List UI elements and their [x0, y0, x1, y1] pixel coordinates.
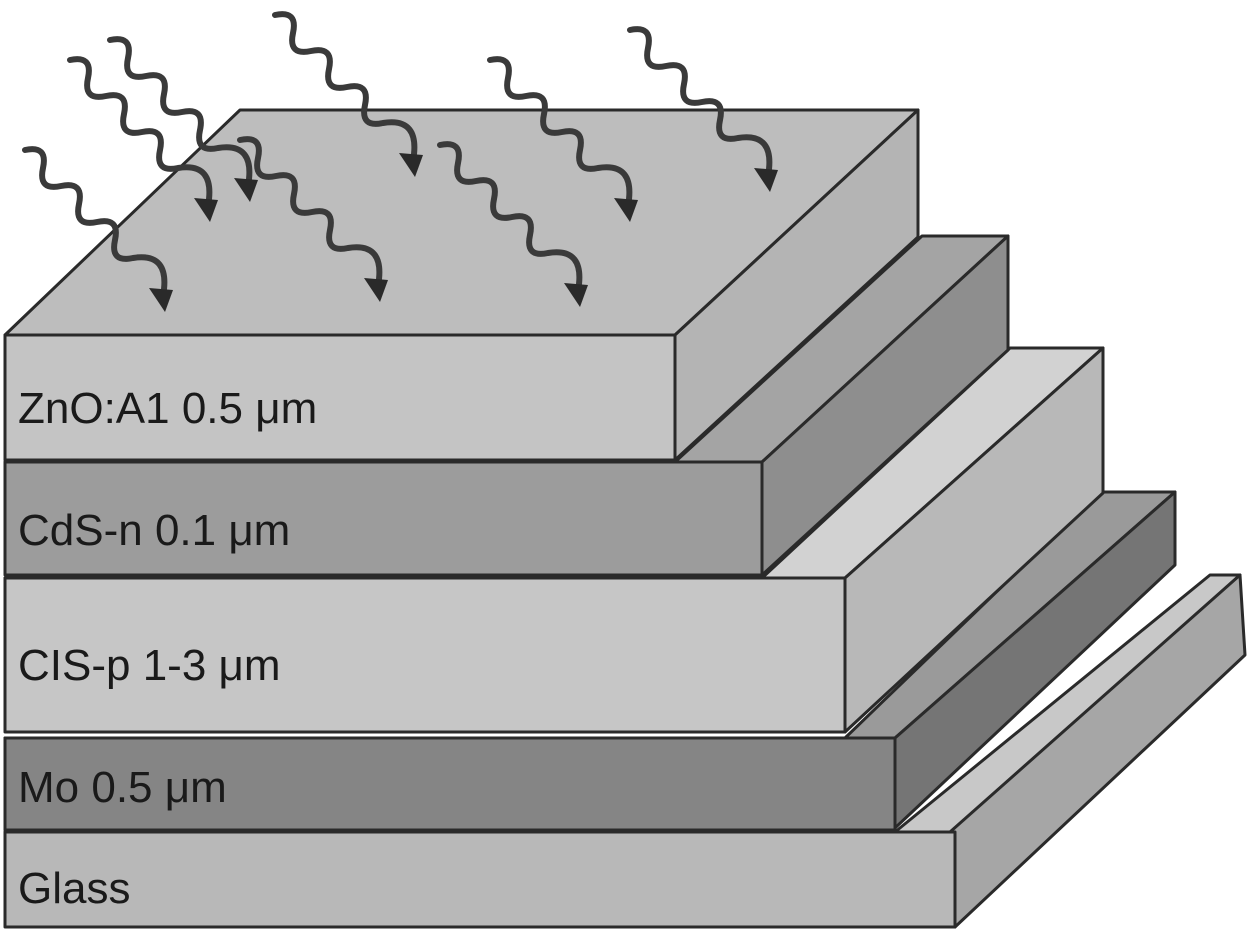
photon-wave-icon — [107, 36, 253, 189]
photon-wave-icon — [237, 136, 383, 289]
photon-arrowhead-icon — [614, 198, 638, 222]
layer-cis-p: CIS-p 1-3 μm — [3, 346, 1105, 734]
layer-glass: Glass — [3, 573, 1247, 929]
cis-front-face — [3, 576, 847, 734]
cds-front-face — [3, 460, 764, 577]
glass-label: Glass — [18, 864, 130, 913]
photon-arrowhead-icon — [234, 178, 258, 202]
incident-light — [22, 11, 778, 312]
mo-label: Mo 0.5 μm — [18, 763, 227, 812]
photon-wave-icon — [22, 146, 168, 299]
photon-wave-icon — [627, 26, 773, 179]
layer-mo: Mo 0.5 μm — [3, 490, 1177, 832]
photon-arrowhead-icon — [564, 283, 588, 307]
photon-wave-icon — [437, 141, 583, 294]
photon-wave-icon — [272, 11, 418, 164]
photon-wave-icon — [487, 56, 633, 209]
zno-label: ZnO:A1 0.5 μm — [18, 384, 317, 433]
zno-front-face — [3, 333, 677, 462]
cis-label: CIS-p 1-3 μm — [18, 641, 281, 690]
photon-arrowhead-icon — [754, 168, 778, 192]
layer-zno-al: ZnO:A1 0.5 μm — [3, 108, 920, 462]
layer-cds-n: CdS-n 0.1 μm — [3, 234, 1010, 577]
photon-arrowhead-icon — [364, 278, 388, 302]
photon-arrowhead-icon — [399, 153, 423, 177]
photon-arrowhead-icon — [149, 288, 173, 312]
photon-arrowhead-icon — [194, 198, 218, 222]
photon-wave-icon — [67, 56, 213, 209]
cds-label: CdS-n 0.1 μm — [18, 506, 290, 555]
glass-front-face — [3, 830, 957, 929]
mo-front-face — [3, 736, 897, 832]
